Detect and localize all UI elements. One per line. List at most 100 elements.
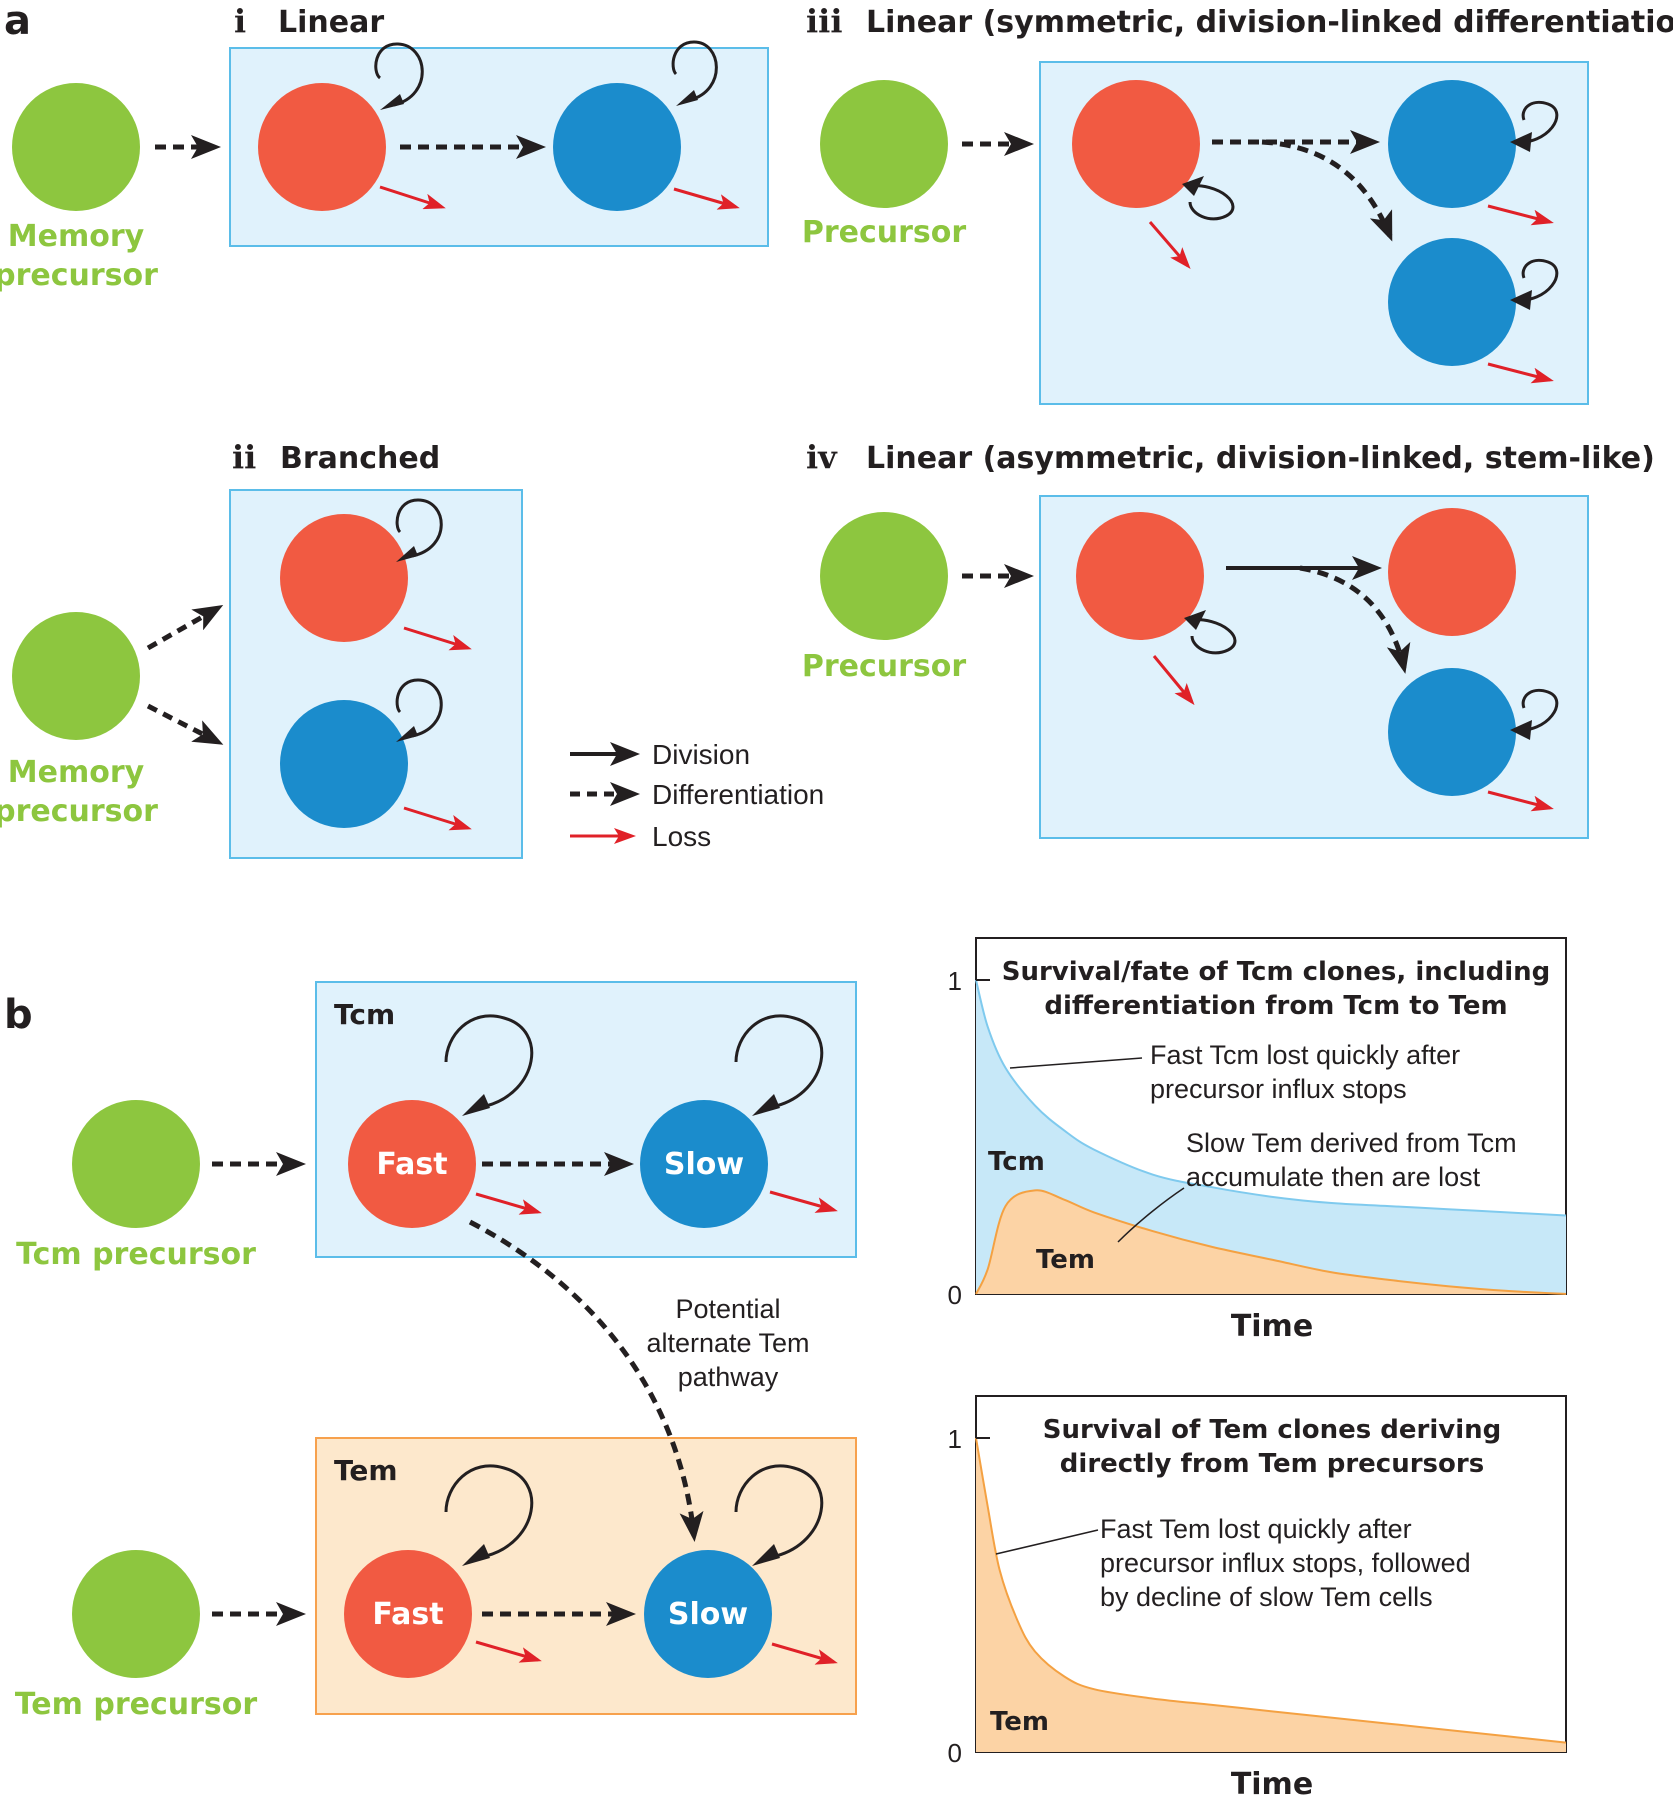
panel-a-i-slow-self-renew <box>671 40 718 102</box>
panel-a-iv-fast-self-renew-head <box>1184 610 1206 630</box>
panel-a-ii-title: Branched <box>280 441 440 476</box>
panel-a-ii-slow-loss <box>403 806 472 831</box>
tcm-fast-cell <box>348 1100 476 1228</box>
tem-fast-loss <box>475 1640 542 1663</box>
legend-differentiation-label: Differentiation <box>652 779 824 810</box>
panel-a-ii: ii Branched Memory precursor <box>0 438 523 859</box>
panel-a-i-fast-self-renew <box>374 42 424 107</box>
panel-a-ii-fast-loss <box>403 626 472 651</box>
panel-a-iii-fast-self-renew-head <box>1182 176 1204 196</box>
panel-a-iv-diff-arrow-2 <box>1299 565 1411 674</box>
panel-a-iv-slow-loss <box>1487 790 1554 812</box>
panel-a-ii-precursor <box>12 612 140 740</box>
panel-a-iii-precursor <box>820 80 948 208</box>
chart1-annotation-2b: accumulate then are lost <box>1186 1162 1481 1192</box>
panel-a-iii-numeral: iii <box>806 2 842 40</box>
panel-a-iii-slow-2-loss <box>1487 362 1554 384</box>
tcm-fast-label: Fast <box>376 1147 447 1182</box>
panel-a-iv: iv Linear (asymmetric, division-linked, … <box>802 438 1655 839</box>
tcm-slow-loss <box>769 1190 838 1213</box>
panel-a-iii: iii Linear (symmetric, division-linked d… <box>802 2 1673 405</box>
legend-division-label: Division <box>652 739 750 770</box>
chart2-series-tem-area <box>976 1438 1566 1752</box>
panel-a-iii-title: Linear (symmetric, division-linked diffe… <box>866 5 1673 40</box>
panel-a-iii-slow-1-self-renew-head <box>1510 132 1532 152</box>
panel-a-i-precursor-label-1: Memory <box>8 219 145 254</box>
chart2-annotation-3: by decline of slow Tem cells <box>1100 1582 1433 1612</box>
chart1-tick-label-1: 1 <box>948 966 962 996</box>
panel-a-iv-fast-cell <box>1076 512 1204 640</box>
tem-fast-self-renew-head <box>462 1544 490 1566</box>
panel-a-i-slow-self-renew-head <box>676 90 698 106</box>
panel-a-iv-numeral: iv <box>806 438 838 476</box>
tcm-box-label: Tcm <box>334 998 395 1031</box>
panel-a-iv-slow-self-renew-head <box>1510 720 1532 740</box>
panel-a-iii-slow-cell-1 <box>1388 80 1516 208</box>
tem-precursor <box>72 1550 200 1678</box>
chart2-annotation-2: precursor influx stops, followed <box>1100 1548 1471 1578</box>
chart2-series-label-tem: Tem <box>990 1707 1049 1737</box>
panel-a-i-fast-self-renew-head <box>380 94 404 110</box>
panel-a-legend: Division Differentiation Loss <box>570 739 824 852</box>
panel-a-ii-numeral: ii <box>232 438 256 476</box>
panel-a-i: i Linear Memory precursor <box>0 2 769 293</box>
panel-a-iii-slow-2-self-renew <box>1513 259 1559 302</box>
chart2-annotation-1: Fast Tem lost quickly after <box>1100 1514 1412 1544</box>
panel-a-i-slow-loss <box>673 187 740 210</box>
panel-a-i-precursor <box>12 83 140 211</box>
tcm-fast-self-renew-head <box>462 1094 490 1116</box>
tem-slow-self-renew <box>734 1464 824 1558</box>
chart-tcm-clones: 1 0 Survival/fate of Tcm clones, includi… <box>948 937 1567 1344</box>
panel-a-i-fast-loss <box>379 185 446 210</box>
chart2-xlabel: Time <box>1231 1767 1313 1800</box>
chart2-title-1: Survival of Tem clones deriving <box>1043 1415 1501 1445</box>
chart1-series-tcm-area <box>976 980 1566 1294</box>
chart1-series-tcm-line <box>975 979 1567 1217</box>
tem-slow-loss <box>771 1642 838 1665</box>
chart2-tick-label-1: 1 <box>948 1424 962 1454</box>
panel-a-ii-slow-self-renew-head <box>396 726 418 742</box>
panel-a-iii-diff-arrow-3 <box>1261 139 1393 242</box>
tem-slow-label: Slow <box>668 1597 748 1632</box>
tcm-precursor-label: Tcm precursor <box>16 1237 256 1272</box>
panel-a-i-precursor-label-2: precursor <box>0 258 158 293</box>
panel-a-iii-slow-1-self-renew <box>1513 101 1559 144</box>
panel-a-iii-precursor-label: Precursor <box>802 215 967 250</box>
panel-a-iv-fast-loss <box>1152 655 1195 706</box>
tem-fast-self-renew <box>444 1464 534 1558</box>
panel-a-ii-fast-cell <box>280 514 408 642</box>
panel-b-tem: Tem Tem precursor Fast Slow <box>15 1437 857 1722</box>
panel-a-iv-precursor <box>820 512 948 640</box>
legend-loss-label: Loss <box>652 821 711 852</box>
chart1-title-1: Survival/fate of Tcm clones, including <box>1002 957 1551 987</box>
alternate-pathway-arrow <box>468 1219 704 1542</box>
tem-box-label: Tem <box>334 1454 398 1487</box>
panel-a-ii-slow-self-renew <box>395 678 443 738</box>
panel-a-iii-fast-self-renew <box>1185 184 1235 221</box>
chart1-annotation-2-leader <box>1117 1187 1185 1243</box>
tem-fast-cell <box>344 1550 472 1678</box>
panel-a-iii-fast-loss <box>1148 221 1191 270</box>
panel-a-i-fast-cell <box>258 83 386 211</box>
panel-a-ii-diff-arrow-up <box>146 605 224 651</box>
alternate-note-1: Potential <box>675 1294 780 1324</box>
tcm-slow-label: Slow <box>664 1147 744 1182</box>
tcm-fast-self-renew <box>444 1014 534 1108</box>
chart2-title-2: directly from Tem precursors <box>1060 1449 1484 1479</box>
chart1-annotation-1-leader <box>1009 1057 1143 1069</box>
tcm-slow-self-renew <box>734 1014 824 1108</box>
chart1-tick-label-0: 0 <box>948 1280 962 1310</box>
chart2-tick-label-0: 0 <box>948 1738 962 1768</box>
panel-b-tcm: Tcm Tcm precursor Fast Slow <box>16 981 857 1272</box>
panel-a-i-slow-cell <box>553 83 681 211</box>
panel-b-letter: b <box>4 992 33 1038</box>
panel-a-i-title: Linear <box>278 5 384 40</box>
chart1-series-tem-area <box>976 1190 1566 1294</box>
panel-a-iii-slow-1-loss <box>1487 204 1554 226</box>
chart1-annotation-1a: Fast Tcm lost quickly after <box>1150 1040 1460 1070</box>
alternate-pathway: Potential alternate Tem pathway <box>468 1219 810 1542</box>
tem-slow-self-renew-head <box>752 1544 780 1566</box>
tcm-slow-self-renew-head <box>752 1094 780 1116</box>
panel-a-ii-fast-self-renew <box>395 498 443 558</box>
